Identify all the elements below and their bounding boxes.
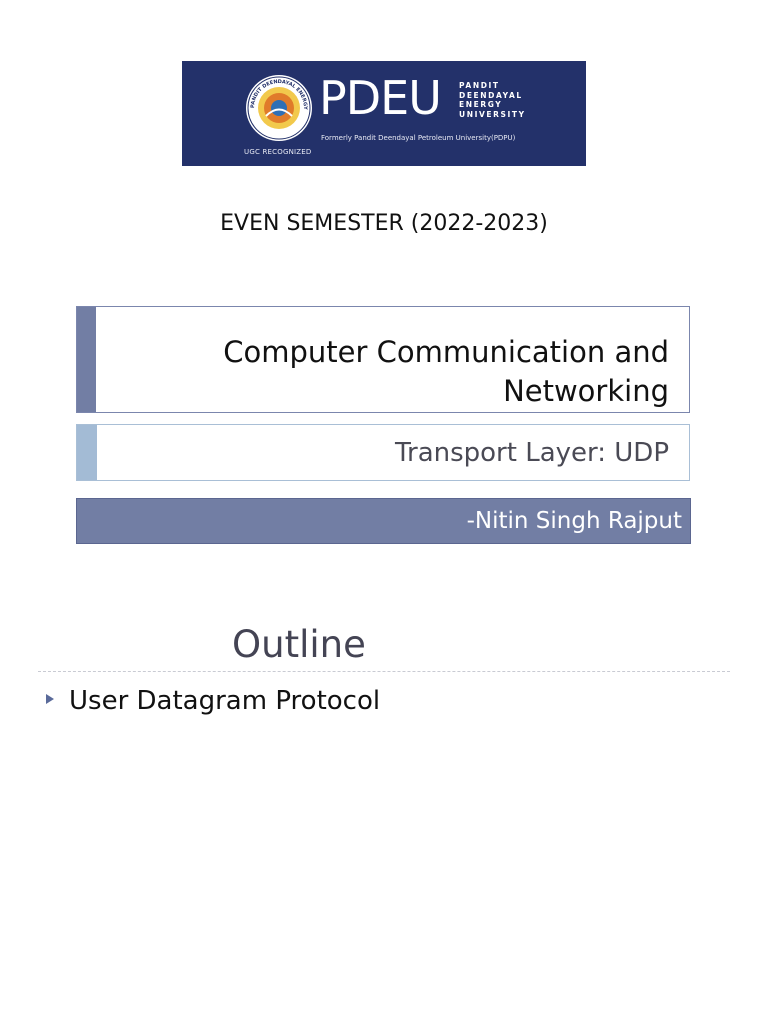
slide-subtitle: Transport Layer: UDP — [394, 438, 669, 468]
subtitle-accent-bar — [77, 425, 97, 480]
slide-title-line-2: Networking — [503, 374, 669, 408]
list-item-text: User Datagram Protocol — [69, 686, 381, 716]
logo-name-line: ENERGY — [459, 100, 503, 109]
title-accent-bar — [77, 307, 96, 412]
logo-name-line: DEENDAYAL — [459, 90, 523, 100]
author-name: -Nitin Singh Rajput — [466, 508, 682, 534]
triangle-bullet-icon — [46, 694, 54, 704]
logo-wordmark: PDEU — [319, 71, 442, 125]
logo-name-line: PANDIT — [459, 81, 500, 90]
title-box: Computer Communication and Networking — [76, 306, 690, 413]
outline-heading: Outline — [232, 623, 366, 666]
list-item: User Datagram Protocol — [46, 685, 380, 717]
slide-title-line-1: Computer Communication and — [223, 335, 669, 369]
ugc-recognized-label: UGC RECOGNIZED — [244, 148, 312, 156]
subtitle-box: Transport Layer: UDP — [76, 424, 690, 481]
logo-formerly-text: Formerly Pandit Deendayal Petroleum Univ… — [321, 134, 516, 142]
semester-label: EVEN SEMESTER (2022-2023) — [220, 211, 548, 236]
pdeu-logo: PANDIT DEENDAYAL ENERGY UNIVERSITY UGC R… — [182, 61, 586, 166]
logo-name-line: UNIVERSITY — [459, 109, 526, 119]
author-box: -Nitin Singh Rajput — [76, 498, 691, 544]
slide-title: Computer Communication and Networking — [129, 333, 669, 411]
outline-divider — [38, 671, 730, 672]
university-seal-icon: PANDIT DEENDAYAL ENERGY UNIVERSITY — [244, 73, 312, 141]
logo-university-name: PANDIT DEENDAYAL ENERGY UNIVERSITY — [459, 81, 549, 119]
